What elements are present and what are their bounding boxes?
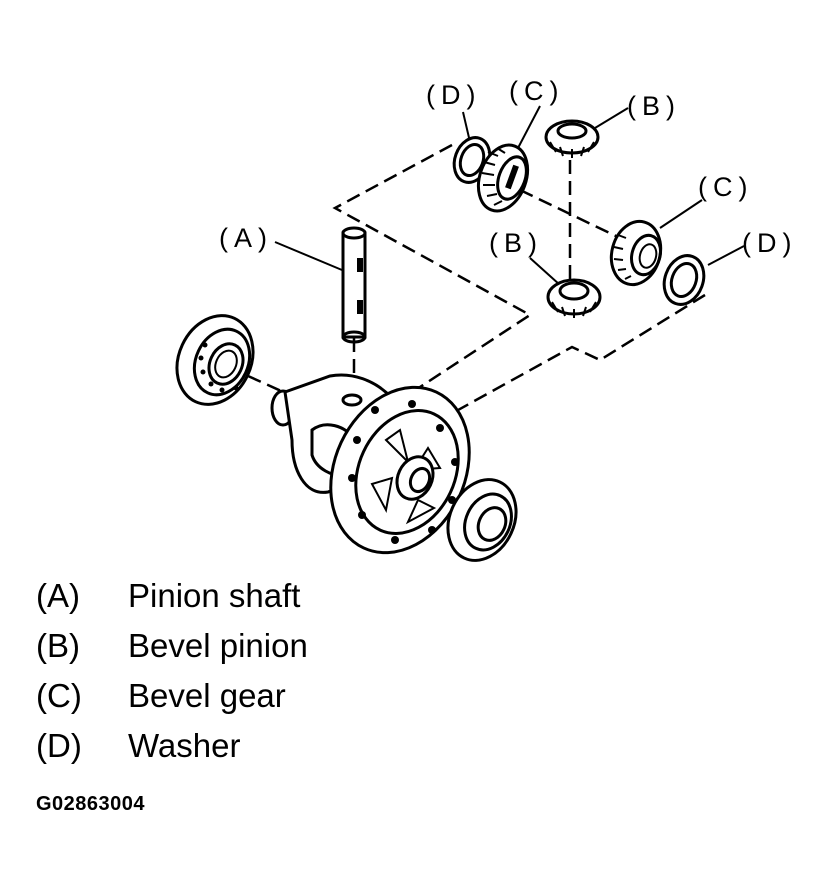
callout-b-mid: (B) [489, 228, 543, 258]
differential-case [270, 373, 471, 555]
bevel-gear-top [476, 143, 530, 213]
bevel-pinion-top [544, 119, 600, 158]
callout-a: (A) [219, 223, 273, 253]
washer-right [662, 254, 706, 306]
legend-label: Pinion shaft [128, 577, 301, 614]
legend-label: Washer [128, 727, 241, 764]
legend-key: (B) [36, 627, 80, 664]
bevel-gear-right [609, 219, 663, 287]
callout-d-right: (D) [742, 228, 797, 258]
left-bearing [175, 314, 255, 406]
leader-lines [274, 105, 745, 286]
callout-d-top: (D) [426, 80, 481, 110]
legend-key: (C) [36, 677, 82, 714]
callout-b-top: (B) [627, 91, 681, 121]
figure-code: G02863004 [36, 793, 146, 815]
legend-label: Bevel pinion [128, 627, 308, 664]
callout-c-right: (C) [698, 172, 753, 202]
legend-key: (D) [36, 727, 82, 764]
differential-exploded-diagram: (D) (C) (B) (C) (A) (B) (D) [175, 76, 797, 562]
callout-c-top: (C) [509, 76, 564, 106]
pinion-shaft [341, 226, 367, 344]
bevel-pinion-middle [546, 278, 602, 318]
legend-key: (A) [36, 577, 80, 614]
right-bearing [446, 478, 518, 562]
legend-label: Bevel gear [128, 677, 286, 714]
